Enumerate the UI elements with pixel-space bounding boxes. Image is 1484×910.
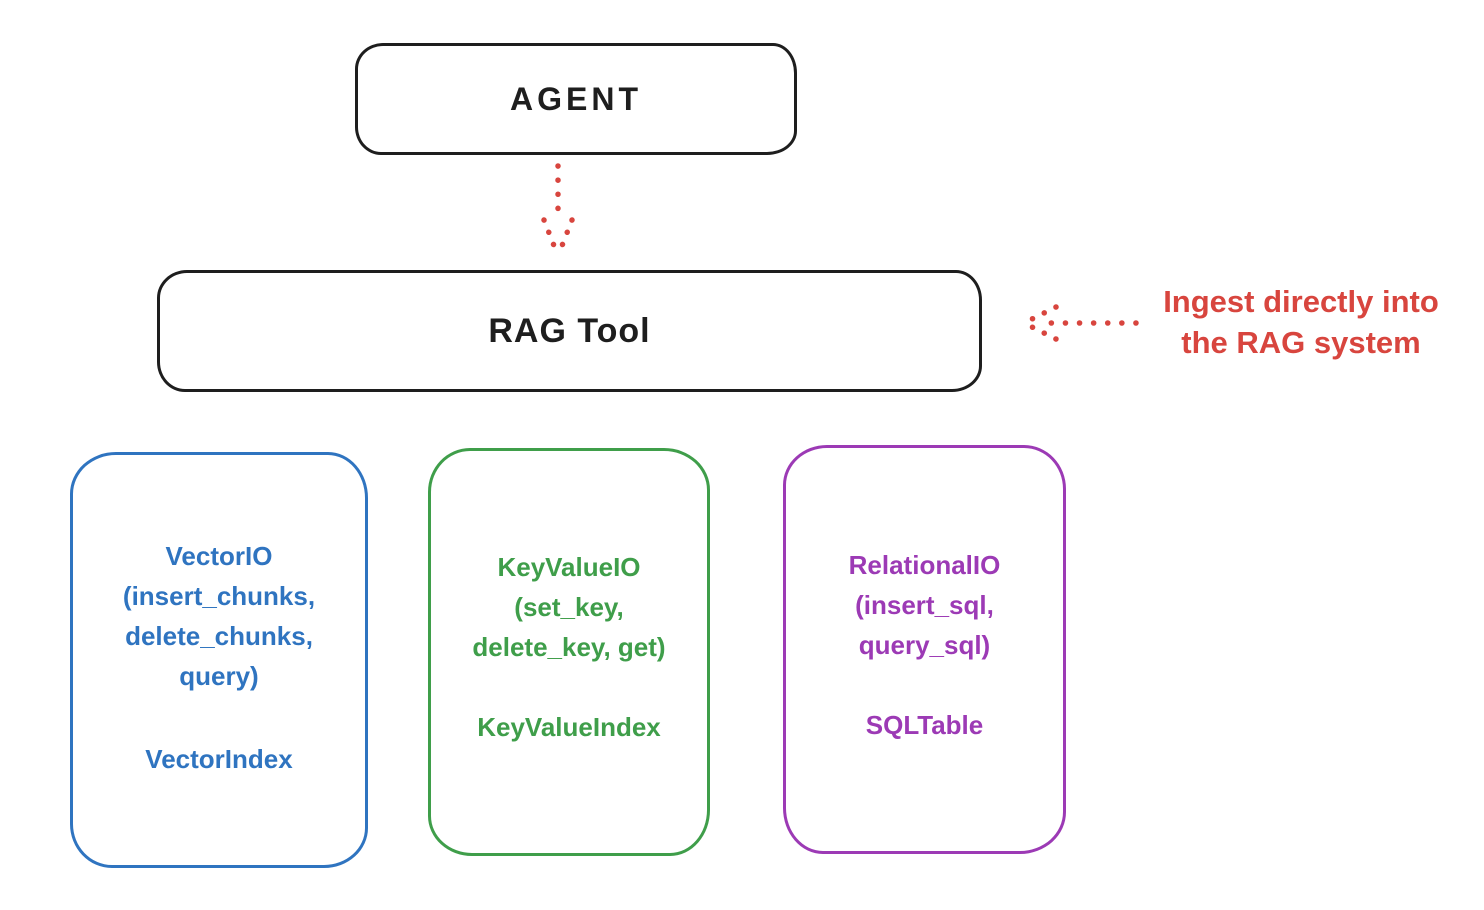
ingest-annotation-line2: the RAG system — [1181, 325, 1421, 360]
relational-io-methods: RelationalIO (insert_sql, query_sql) — [849, 545, 1001, 665]
storage-box-line: query_sql) — [858, 630, 991, 660]
storage-box-line: (set_key, — [514, 592, 624, 622]
agent-box: AGENT — [355, 43, 797, 155]
storage-box-line: KeyValueIO — [497, 552, 641, 582]
storage-box-line: VectorIO — [165, 541, 273, 571]
storage-box-line: (insert_sql, — [855, 590, 994, 620]
dotted-arrow-left-icon — [1021, 304, 1139, 342]
sql-table-label: SQLTable — [865, 710, 984, 740]
keyvalue-index-label: KeyValueIndex — [477, 712, 661, 742]
storage-box-vector-io: VectorIO (insert_chunks, delete_chunks, … — [70, 452, 368, 868]
storage-box-line: RelationalIO — [848, 550, 1001, 580]
rag-tool-label: RAG Tool — [488, 311, 651, 350]
storage-box-relational-io: RelationalIO (insert_sql, query_sql) SQL… — [783, 445, 1066, 854]
rag-tool-box: RAG Tool — [157, 270, 982, 392]
ingest-annotation: Ingest directly into the RAG system — [1136, 281, 1466, 363]
storage-box-line: (insert_chunks, — [122, 581, 316, 611]
keyvalue-io-methods: KeyValueIO (set_key, delete_key, get) — [472, 547, 665, 667]
vector-io-methods: VectorIO (insert_chunks, delete_chunks, … — [123, 536, 315, 696]
ingest-annotation-line1: Ingest directly into — [1163, 284, 1439, 319]
vector-index-label: VectorIndex — [145, 744, 293, 774]
agent-label: AGENT — [510, 80, 642, 117]
storage-box-line: delete_chunks, — [125, 621, 313, 651]
storage-box-line: delete_key, get) — [472, 632, 666, 662]
storage-box-line: query) — [179, 661, 259, 691]
storage-box-keyvalue-io: KeyValueIO (set_key, delete_key, get) Ke… — [428, 448, 710, 856]
dotted-arrow-down-icon — [541, 163, 575, 259]
